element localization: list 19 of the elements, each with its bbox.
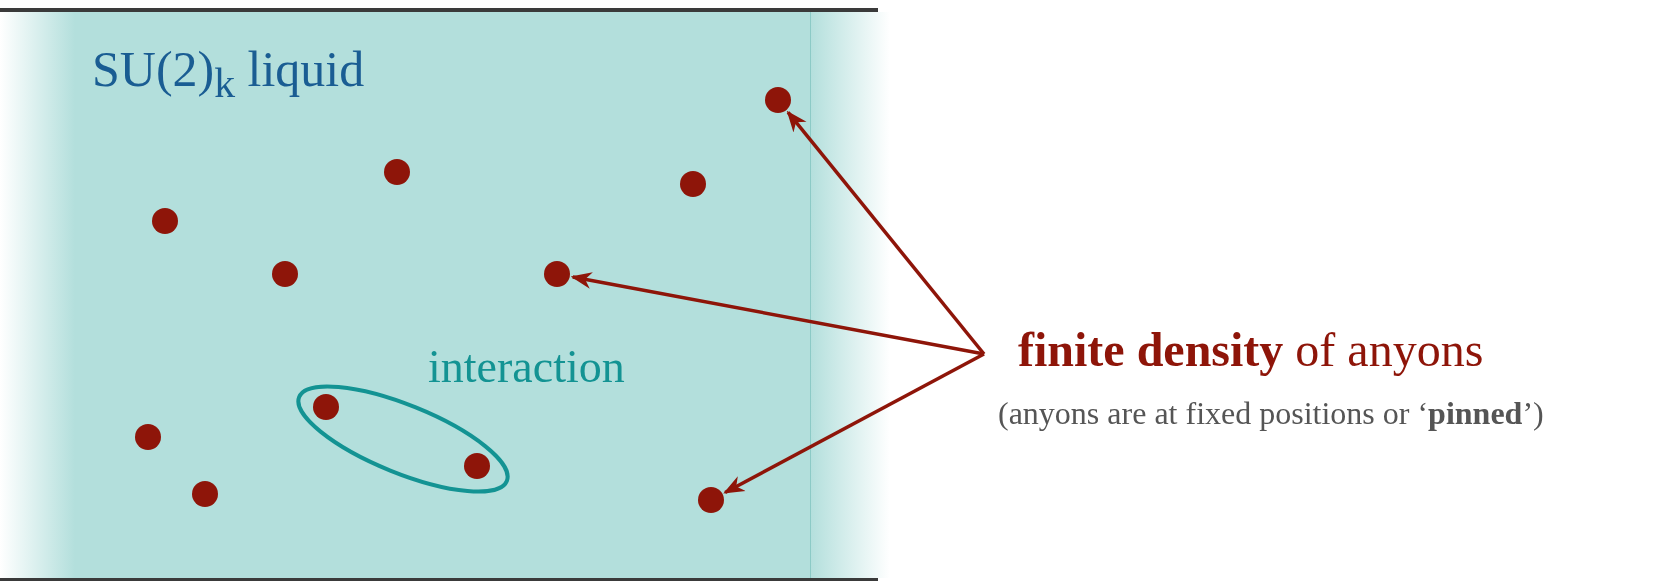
arrow	[723, 352, 985, 494]
region-label: SU(2)$_{k}$ liquid	[92, 40, 365, 107]
annotation-heading: finite density of anyons	[1018, 322, 1484, 377]
arrow	[786, 110, 986, 356]
anyon-dot	[384, 159, 410, 185]
anyon-dot	[464, 453, 490, 479]
anyon-dot	[152, 208, 178, 234]
annotation-note: (anyons are at fixed positions or ‘pinned’)	[998, 395, 1544, 432]
arrow	[570, 272, 985, 356]
anyon-dot	[680, 171, 706, 197]
interaction-label: interaction	[428, 340, 625, 393]
liquid-region	[0, 12, 890, 578]
anyon-dot	[192, 481, 218, 507]
anyon-dot	[698, 487, 724, 513]
anyon-dot	[313, 394, 339, 420]
anyon-dot	[135, 424, 161, 450]
anyon-dot	[765, 87, 791, 113]
anyon-dot	[272, 261, 298, 287]
anyon-dot	[544, 261, 570, 287]
